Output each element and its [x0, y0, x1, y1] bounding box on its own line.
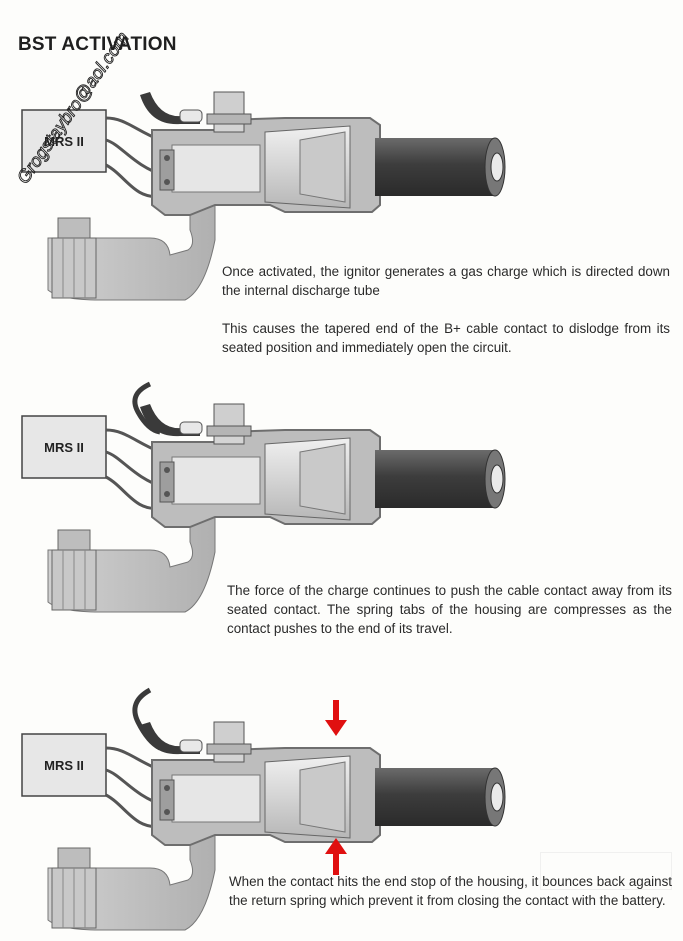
bst-diagram-2: MRS II [21, 381, 507, 614]
caption-1: Once activated, the ignitor generates a … [222, 262, 670, 357]
caption-3: When the contact hits the end stop of th… [229, 872, 672, 910]
module-label: MRS II [44, 758, 84, 773]
caption-3-para-1: When the contact hits the end stop of th… [229, 874, 672, 908]
module-label: MRS II [44, 440, 84, 455]
caption-2-para-1: The force of the charge continues to pus… [227, 583, 672, 636]
page-title: BST ACTIVATION [18, 34, 177, 55]
bst-diagram-3: MRS II [21, 687, 507, 932]
caption-1-para-2: This causes the tapered end of the B+ ca… [222, 321, 670, 355]
down-arrow-icon [325, 700, 347, 736]
up-arrow-icon [325, 838, 347, 875]
caption-1-para-1: Once activated, the ignitor generates a … [222, 264, 670, 298]
faint-stamp [540, 852, 672, 890]
bst-diagram-1: MRS II [21, 90, 507, 302]
caption-2: The force of the charge continues to pus… [227, 581, 672, 638]
module-label: MRS II [44, 134, 84, 149]
